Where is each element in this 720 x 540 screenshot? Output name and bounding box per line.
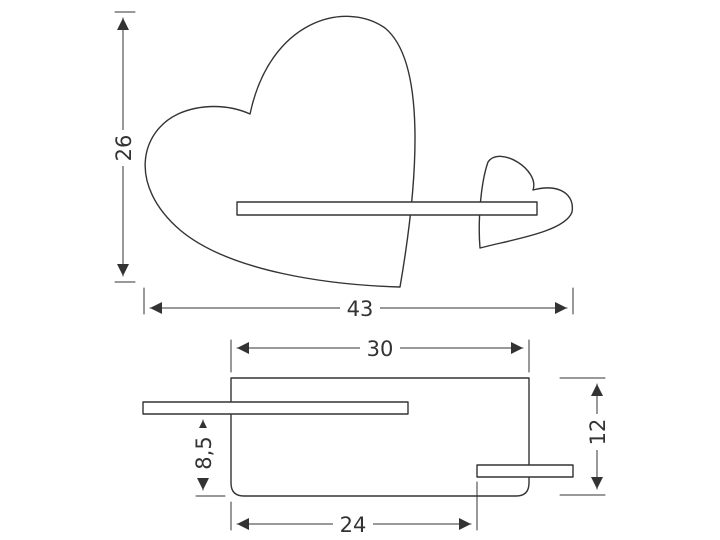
label-bg-24: [333, 512, 373, 538]
label-bg-26: [108, 130, 138, 166]
label-bg-30: [360, 336, 400, 362]
label-bg-43: [340, 296, 380, 322]
top-view-left-shelf: [142, 401, 409, 415]
small-heart-outline: [478, 155, 574, 249]
front-view: [144, 15, 574, 288]
front-shelf: [236, 201, 538, 216]
dimension-label-30: 30: [367, 337, 394, 361]
dimension-label-24: 24: [340, 513, 367, 537]
label-bg-12: [584, 414, 612, 450]
dimension-label-43: 43: [347, 297, 374, 321]
dimension-label-8-5: 8,5: [192, 436, 216, 469]
dimension-label-12: 12: [586, 419, 610, 446]
dimension-label-26: 26: [112, 135, 136, 162]
top-view: [142, 377, 574, 497]
large-heart-outline: [144, 15, 416, 288]
top-view-body-outline: [230, 377, 530, 497]
top-view-right-shelf: [476, 464, 574, 478]
label-bg-8-5: [190, 428, 218, 478]
